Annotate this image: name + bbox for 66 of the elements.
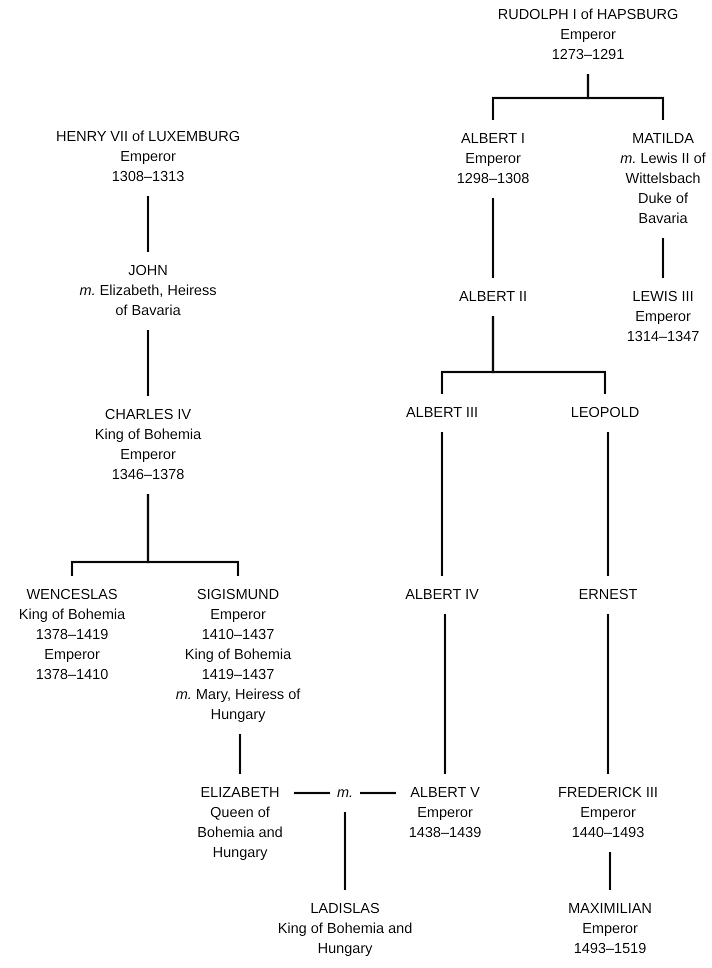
person-details: Emperor — [464, 150, 522, 169]
person-details: Emperor — [43, 646, 101, 665]
person-name: ALBERT I — [460, 130, 526, 149]
descent-line — [606, 614, 610, 774]
person-details: 1346–1378 — [110, 466, 186, 485]
descent-line — [146, 494, 240, 576]
person-details: Emperor — [416, 804, 474, 823]
descent-line — [444, 614, 446, 774]
person-details: Emperor — [119, 446, 177, 465]
person-name: MAXIMILIAN — [567, 900, 653, 919]
person-name: RUDOLPH I of HAPSBURG — [496, 6, 680, 25]
person-details: Emperor — [209, 606, 267, 625]
descent-line — [146, 196, 150, 252]
person-details: m. Mary, Heiress of Hungary — [174, 686, 302, 725]
person-name: WENCESLAS — [25, 586, 119, 605]
person-details: Queen of Bohemia and Hungary — [196, 804, 284, 863]
person-details: Emperor — [119, 148, 177, 167]
person-details: Emperor — [579, 804, 637, 823]
person-details: 1378–1419 — [34, 626, 110, 645]
person-name: SIGISMUND — [196, 586, 280, 605]
person-name: CHARLES IV — [104, 406, 192, 425]
person-name: HENRY VII of LUXEMBURG — [55, 128, 241, 147]
person-details: King of Bohemia — [184, 646, 292, 665]
person-details: m. Elizabeth, Heiress of Bavaria — [78, 282, 218, 321]
descent-line — [238, 734, 242, 774]
person-name: LEOPOLD — [570, 404, 640, 423]
descent-line — [662, 238, 664, 278]
person-details: 1273–1291 — [550, 46, 626, 65]
person-details: King of Bohemia — [94, 426, 202, 445]
person-details: Emperor — [581, 920, 639, 939]
person-details: King of Bohemia — [18, 606, 126, 625]
person-name: ALBERT II — [458, 288, 528, 307]
person-name: LEWIS III — [631, 288, 695, 307]
person-details: m. Lewis II of Wittelsbach Duke of Bavaria — [619, 150, 707, 229]
person-name: ELIZABETH — [200, 784, 280, 803]
person-details: 1314–1347 — [626, 328, 700, 347]
descent-line — [492, 198, 494, 278]
person-details: 1440–1493 — [570, 824, 646, 843]
person-details: Emperor — [559, 26, 617, 45]
marriage-label: m. — [336, 784, 354, 803]
marriage-line — [294, 792, 330, 794]
person-name: ALBERT III — [405, 404, 479, 423]
person-details: 1419–1437 — [200, 666, 276, 685]
person-details: Emperor — [634, 308, 692, 327]
person-name: FREDERICK III — [557, 784, 659, 803]
person-details: 1298–1308 — [456, 170, 530, 189]
person-details: 1308–1313 — [110, 168, 186, 187]
descent-line — [606, 432, 610, 576]
descent-line — [440, 432, 444, 576]
marriage-line — [360, 792, 396, 794]
marriage-line — [344, 812, 346, 890]
person-details: King of Bohemia and Hungary — [276, 920, 414, 959]
person-name: LADISLAS — [309, 900, 381, 919]
person-name: ALBERT V — [409, 784, 481, 803]
descent-line — [586, 74, 664, 120]
descent-line — [492, 316, 606, 394]
person-name: ALBERT IV — [404, 586, 480, 605]
person-name: JOHN — [127, 262, 169, 281]
person-details: 1493–1519 — [572, 940, 648, 959]
person-details: 1378–1410 — [34, 666, 110, 685]
descent-line — [608, 852, 612, 890]
person-details: 1438–1439 — [408, 824, 482, 843]
person-name: MATILDA — [631, 130, 695, 149]
person-name: ERNEST — [578, 586, 638, 605]
descent-line — [146, 330, 150, 396]
person-details: 1410–1437 — [200, 626, 276, 645]
